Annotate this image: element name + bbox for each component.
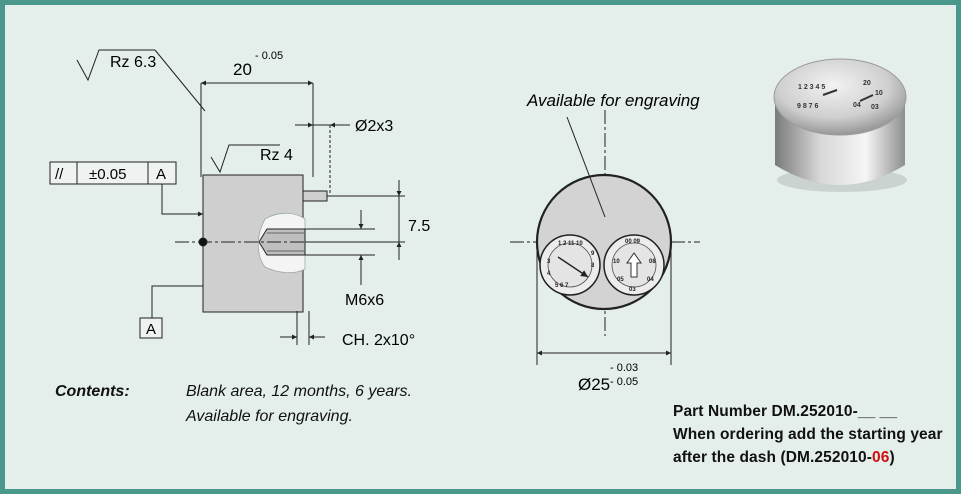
datum-point (198, 237, 208, 247)
tolerance-frame (49, 161, 177, 185)
month-arrow (557, 256, 589, 278)
svg-text:08: 08 (649, 259, 656, 265)
svg-text:1 2 11 10: 1 2 11 10 (558, 241, 583, 247)
roughness-symbol-side (210, 144, 280, 174)
svg-text:04: 04 (853, 102, 861, 109)
dial-markings: 1 2 11 10 3 4 5 6 7 9 8 00 09 10 08 05 0… (547, 239, 656, 293)
rz-top-label: Rz 6.3 (110, 54, 156, 71)
datum-box (139, 317, 163, 339)
diameter-nominal: Ø25 (578, 375, 610, 394)
technical-drawing: Rz 6.3 20 - 0.05 Ø2x3 Rz 4 // ±0.05 A 7.… (49, 49, 907, 394)
pin (302, 190, 328, 202)
rz-side-label: Rz 4 (260, 147, 293, 164)
svg-text:03: 03 (629, 287, 636, 293)
year-arrow (626, 252, 642, 278)
contents-label: Contents: (55, 383, 130, 400)
drawing-frame: Rz 6.3 20 - 0.05 Ø2x3 Rz 4 // ±0.05 A 7.… (5, 5, 956, 489)
svg-text:20: 20 (863, 80, 871, 87)
tolerance-value: ±0.05 (89, 166, 126, 183)
photo-cylinder-top (773, 58, 907, 136)
svg-text:3: 3 (547, 259, 551, 265)
roughness-leader-top (154, 49, 206, 112)
roughness-symbol-top (76, 49, 155, 82)
thread-bore (258, 228, 306, 256)
pin-dimension: Ø2x3 (355, 118, 393, 135)
diameter-tol-upper: - 0.03 (610, 362, 638, 374)
tolerance-symbol: // (55, 166, 64, 183)
svg-text:05: 05 (617, 277, 624, 283)
svg-text:03: 03 (871, 104, 879, 111)
product-photo: 1 2 3 4 5 9 8 7 6 20 10 03 04 (773, 58, 907, 192)
svg-text:04: 04 (647, 277, 654, 283)
ordering-example-year: 06 (872, 449, 890, 466)
svg-text:4: 4 (547, 271, 551, 277)
side-view (49, 49, 405, 345)
part-number-line: Part Number DM.252010-__ __ (673, 403, 898, 420)
ordering-example-prefix: after the dash (DM.252010- (673, 449, 872, 466)
height-dimension: 7.5 (408, 218, 430, 235)
svg-text:9 8 7 6: 9 8 7 6 (797, 103, 819, 110)
chamfer-dimension: CH. 2x10° (342, 332, 415, 349)
svg-text:1 2 3 4 5: 1 2 3 4 5 (798, 84, 825, 91)
engrave-note: Available for engraving (526, 91, 700, 110)
ordering-instruction: When ordering add the starting year (673, 426, 943, 443)
datum-ref: A (156, 166, 166, 183)
length-nominal: 20 (233, 60, 252, 79)
ordering-example-suffix: ) (889, 449, 895, 466)
datum-label: A (146, 321, 156, 338)
contents-line-2: Available for engraving. (186, 408, 353, 425)
thread-dimension: M6x6 (345, 292, 384, 309)
ordering-example: after the dash (DM.252010-06) (673, 449, 895, 467)
svg-text:5 6 7: 5 6 7 (555, 283, 569, 289)
contents-line-1: Blank area, 12 months, 6 years. (186, 383, 412, 400)
svg-text:10: 10 (613, 259, 620, 265)
front-view (510, 110, 700, 365)
diameter-tol-lower: - 0.05 (610, 376, 638, 388)
svg-text:8: 8 (591, 263, 595, 269)
svg-text:9: 9 (591, 251, 595, 257)
svg-text:10: 10 (875, 90, 883, 97)
length-tolerance: - 0.05 (255, 50, 283, 62)
svg-text:00 09: 00 09 (625, 239, 641, 245)
